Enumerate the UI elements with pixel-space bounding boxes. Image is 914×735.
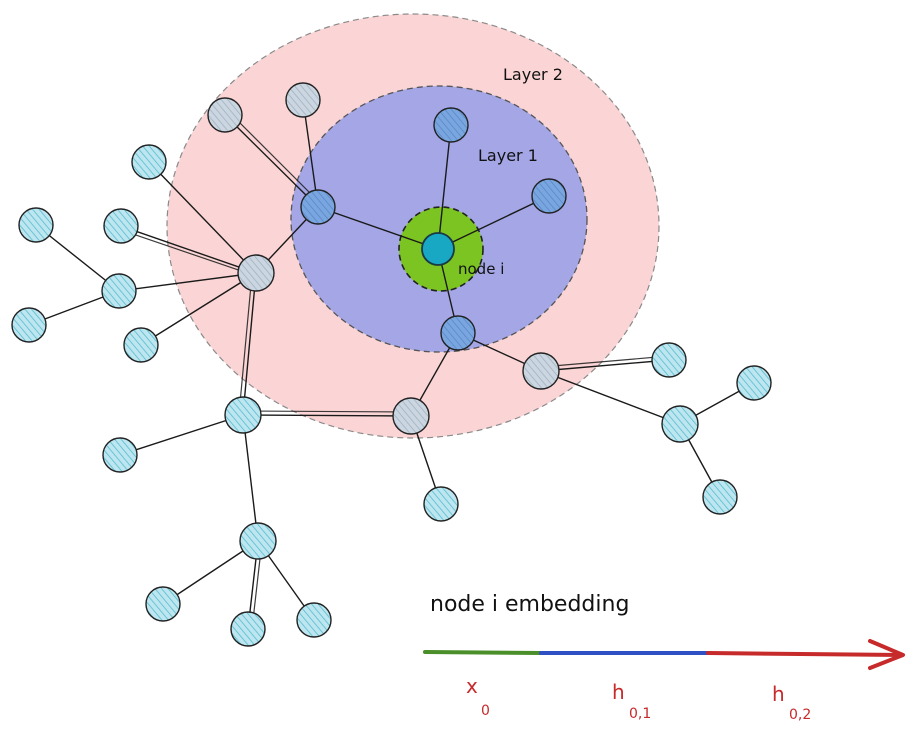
svg-text:h: h [612, 680, 625, 704]
segment-label-x0: x 0 [466, 674, 490, 719]
layer-2-node [207, 97, 243, 133]
layer-2-node [285, 82, 321, 118]
graph-node [101, 273, 137, 309]
embedding-segment-x0 [423, 650, 543, 655]
node-i-label: node i [458, 260, 504, 278]
layer-2-node [237, 254, 275, 292]
graph-node [296, 602, 332, 638]
svg-text:0,2: 0,2 [789, 707, 811, 723]
embedding-segment-h02 [706, 651, 900, 657]
svg-text:0,1: 0,1 [629, 706, 651, 722]
svg-text:x: x [466, 674, 478, 698]
layer-1-node [300, 189, 336, 225]
svg-text:h: h [772, 682, 785, 706]
segment-label-h02: h 0,2 [772, 682, 811, 723]
graph-node [423, 486, 459, 522]
embedding-bar [423, 639, 905, 670]
layer-1-node [531, 178, 567, 214]
layer-1-label: Layer 1 [478, 146, 538, 165]
graph-node [145, 586, 181, 622]
graph-node [11, 307, 47, 343]
graph-node [702, 479, 738, 515]
node-i [421, 232, 455, 266]
graph-node [651, 342, 687, 378]
svg-text:0: 0 [481, 703, 490, 719]
graph-node [224, 396, 262, 434]
segment-label-h01: h 0,1 [612, 680, 651, 722]
graph-node [239, 522, 277, 560]
graph-node [230, 611, 266, 647]
graph-node [102, 437, 138, 473]
layer-1-node [433, 107, 469, 143]
layer-2-node [392, 397, 430, 435]
layer-2-node [522, 352, 560, 390]
layer-1-node [440, 315, 476, 351]
nodes [11, 82, 772, 647]
graph-node [736, 365, 772, 401]
graph-node [661, 405, 699, 443]
graph-node [131, 144, 167, 180]
embedding-title: node i embedding [430, 592, 629, 617]
arrow-head [868, 639, 905, 670]
graph-node [103, 208, 139, 244]
layer-2-label: Layer 2 [503, 65, 563, 84]
graph-node [18, 207, 54, 243]
graph-node [123, 327, 159, 363]
